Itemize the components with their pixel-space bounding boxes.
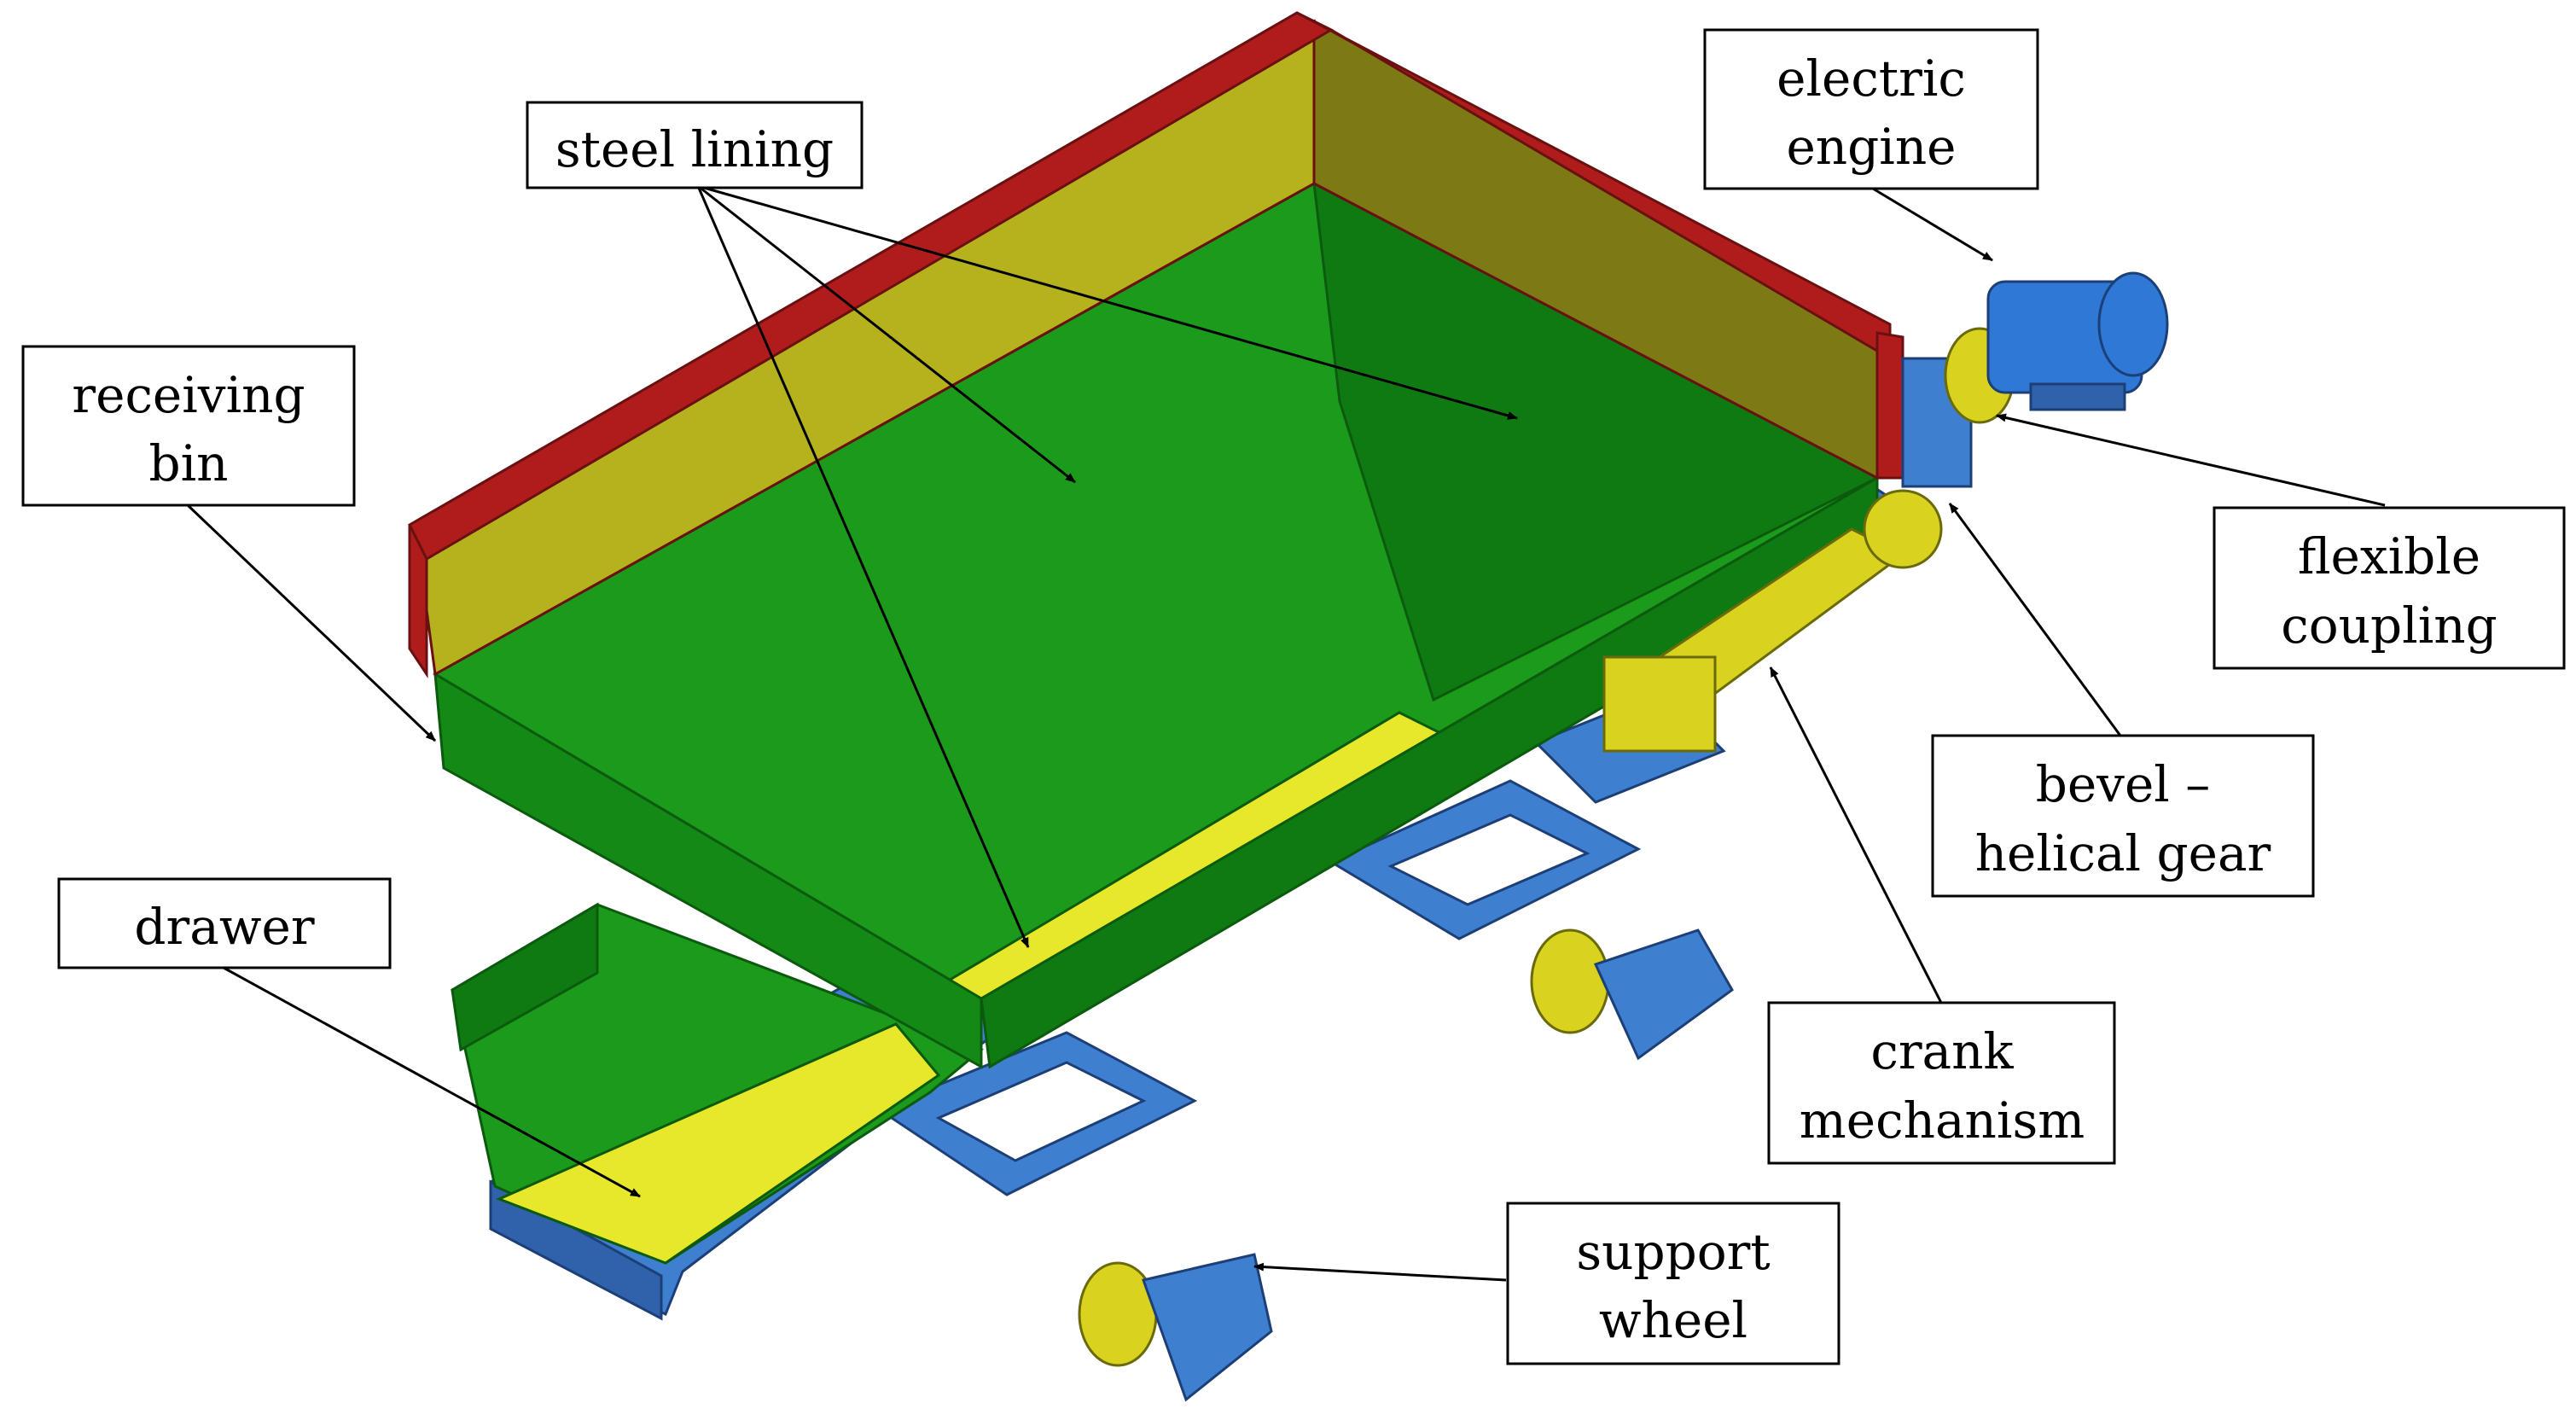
label-flexible-coupling-line1: flexible <box>2298 527 2480 585</box>
label-bevel-helical-gear: bevel – helical gear <box>1931 734 2315 898</box>
label-bevel-helical-gear-line2: helical gear <box>1975 824 2271 882</box>
label-electric-engine-line2: engine <box>1786 118 1956 176</box>
drive-unit <box>1901 271 2169 488</box>
label-electric-engine-line1: electric <box>1776 49 1966 108</box>
label-flexible-coupling-line2: coupling <box>2281 597 2497 655</box>
arrow-electric-engine <box>1868 184 1993 262</box>
upper-lining <box>408 11 1904 678</box>
support-wheel-right <box>1530 928 1734 1061</box>
label-receiving-bin-line1: receiving <box>72 366 305 424</box>
label-support-wheel-line2: wheel <box>1599 1291 1747 1349</box>
arrow-crank-mechanism <box>1769 666 1943 1004</box>
label-electric-engine: electric engine <box>1703 28 2039 190</box>
feeder-machine-illustration <box>408 11 2169 1402</box>
drawer-chute <box>451 902 984 1265</box>
support-wheel-left <box>1078 1253 1273 1402</box>
label-crank-mechanism-line1: crank <box>1870 1022 2014 1080</box>
arrow-steel-lining-2 <box>697 184 1518 420</box>
label-drawer-line1: drawer <box>134 898 314 956</box>
arrow-steel-lining-1 <box>697 184 1076 484</box>
label-bevel-helical-gear-line1: bevel – <box>2036 755 2211 813</box>
arrow-steel-lining-3 <box>696 185 1030 948</box>
label-support-wheel-line1: support <box>1576 1223 1770 1281</box>
label-steel-lining-line1: steel lining <box>555 120 834 178</box>
label-drawer: drawer <box>57 877 392 969</box>
crank-mechanism <box>1602 489 1943 753</box>
label-support-wheel: support wheel <box>1506 1202 1840 1365</box>
arrow-drawer <box>223 966 641 1198</box>
label-steel-lining: steel lining <box>526 101 864 189</box>
label-crank-mechanism-line2: mechanism <box>1800 1091 2085 1150</box>
arrow-receiving-bin <box>186 503 437 742</box>
label-crank-mechanism: crank mechanism <box>1767 1001 2116 1165</box>
arrow-flexible-coupling <box>1996 413 2386 507</box>
arrow-support-wheel <box>1253 1262 1507 1282</box>
label-receiving-bin-line2: bin <box>148 434 228 492</box>
arrow-bevel-helical-gear <box>1948 503 2122 736</box>
label-flexible-coupling: flexible coupling <box>2213 506 2566 670</box>
label-receiving-bin: receiving bin <box>21 345 356 507</box>
leader-arrows <box>186 184 2386 1282</box>
